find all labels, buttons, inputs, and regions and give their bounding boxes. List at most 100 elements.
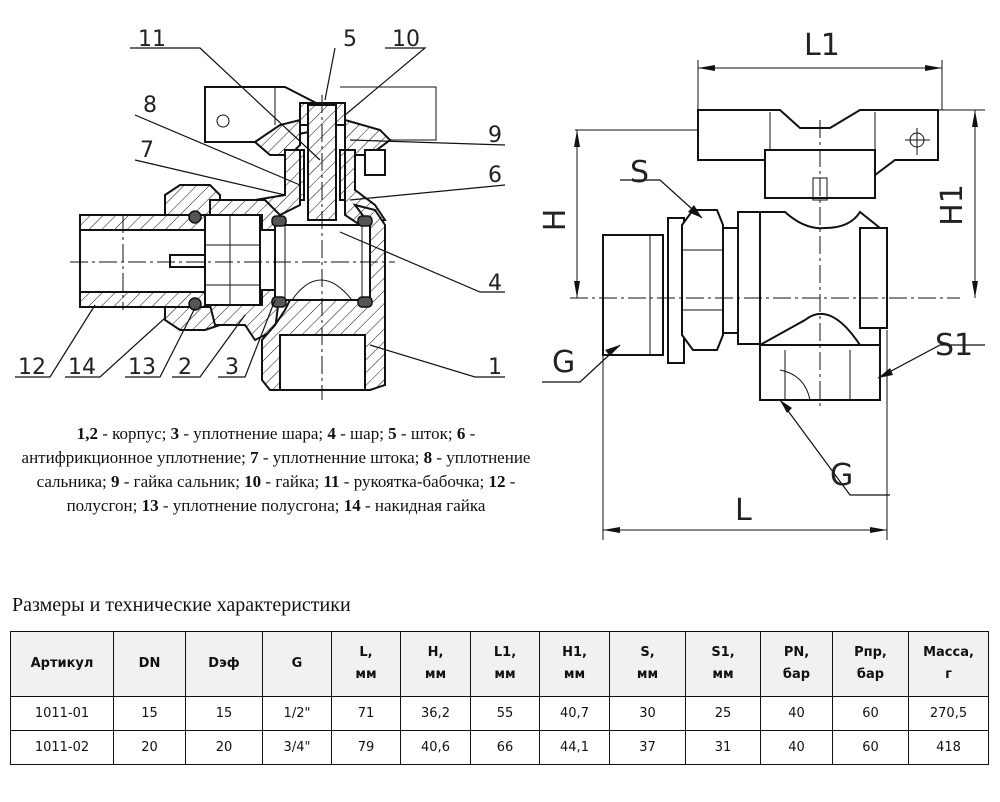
spec-title: Размеры и технические характеристики — [12, 594, 351, 616]
legend-item: 12 - полусгон; — [67, 472, 516, 515]
column-header: H,мм — [400, 631, 471, 697]
table-cell: 1011-01 — [10, 696, 114, 731]
column-header: L,мм — [331, 631, 401, 697]
table-cell: 40,6 — [400, 730, 471, 765]
legend-item-number: 5 — [388, 424, 397, 443]
parts-legend: 1,2 - корпус; 3 - уплотнение шара; 4 - ш… — [20, 422, 532, 518]
legend-item-number: 3 — [170, 424, 180, 443]
legend-item: 11 - рукоятка-бабочка; — [323, 472, 488, 491]
part-label-5: 5 — [343, 27, 357, 52]
legend-item-number: 1,2 — [76, 424, 98, 443]
legend-item-text: - уплотнение полусгона; — [158, 496, 344, 515]
legend-item: 3 - уплотнение шара; — [171, 424, 328, 443]
legend-item-number: 9 — [110, 472, 120, 491]
dim-label-G-left: G — [552, 345, 575, 380]
dim-label-L: L — [735, 493, 752, 528]
legend-item-text: - рукоятка-бабочка; — [339, 472, 489, 491]
part-label-8: 8 — [143, 93, 157, 118]
part-label-2: 2 — [178, 355, 192, 380]
legend-item: 14 - накидная гайка — [344, 496, 486, 515]
part-label-9: 9 — [488, 123, 502, 148]
column-header: H1,мм — [539, 631, 610, 697]
legend-item-number: 7 — [250, 448, 259, 467]
legend-item: 5 - шток; — [388, 424, 457, 443]
legend-item-text: - шар; — [335, 424, 389, 443]
table-cell: 37 — [609, 730, 686, 765]
legend-item: 6 - антифрикционное уплотнение; — [22, 424, 476, 467]
table-cell: 60 — [832, 730, 909, 765]
part-label-10: 10 — [392, 27, 420, 52]
column-header: S,мм — [609, 631, 686, 697]
table-cell: 31 — [685, 730, 761, 765]
part-label-11: 11 — [138, 27, 166, 52]
dim-label-G-bottom: G — [830, 458, 853, 493]
legend-item: 4 - шар; — [327, 424, 388, 443]
table-cell: 418 — [908, 730, 989, 765]
valve-body — [602, 209, 888, 401]
legend-item-text: - шток; — [396, 424, 457, 443]
dim-label-S: S — [630, 155, 649, 190]
legend-item-text: - уплотнение сальника; — [36, 448, 531, 491]
legend-item: 13 - уплотнение полусгона; — [142, 496, 344, 515]
table-cell: 1011-02 — [10, 730, 114, 765]
table-cell: 20 — [185, 730, 263, 765]
legend-item-text: - уплотненние штока; — [258, 448, 424, 467]
table-cell: 40 — [760, 730, 833, 765]
column-header: Масса,г — [908, 631, 989, 697]
column-header: PN,бар — [760, 631, 833, 697]
legend-item-text: - антифрикционное уплотнение; — [21, 424, 476, 467]
column-header: S1,мм — [685, 631, 761, 697]
table-cell: 20 — [113, 730, 186, 765]
table-cell: 270,5 — [908, 696, 989, 731]
legend-item-text: - гайка; — [261, 472, 324, 491]
table-cell: 60 — [832, 696, 909, 731]
legend-item-text: - накидная гайка — [360, 496, 486, 515]
table-cell: 40,7 — [539, 696, 610, 731]
legend-item-text: - корпус; — [97, 424, 171, 443]
table-cell: 30 — [609, 696, 686, 731]
column-header: Dэф — [185, 631, 263, 697]
legend-item-number: 14 — [343, 496, 361, 515]
column-header: Артикул — [10, 631, 114, 697]
legend-item-number: 13 — [141, 496, 159, 515]
table-cell: 15 — [185, 696, 263, 731]
part-label-6: 6 — [488, 163, 502, 188]
table-cell: 36,2 — [400, 696, 471, 731]
exterior-view-drawing: L1 H H1 S S1 G G L — [538, 28, 985, 540]
legend-item: 8 - уплотнение сальника; — [37, 448, 531, 491]
table-cell: 66 — [470, 730, 540, 765]
table-cell: 79 — [331, 730, 401, 765]
column-header: G — [262, 631, 332, 697]
legend-item-number: 10 — [244, 472, 262, 491]
legend-item-text: - полусгон; — [66, 472, 516, 515]
legend-item: 1,2 - корпус; — [77, 424, 171, 443]
table-cell: 40 — [760, 696, 833, 731]
table-cell: 15 — [113, 696, 186, 731]
legend-item-number: 6 — [456, 424, 466, 443]
part-label-12: 12 — [18, 355, 46, 380]
table-cell: 25 — [685, 696, 761, 731]
legend-item-number: 8 — [423, 448, 433, 467]
legend-item-text: - уплотнение шара; — [179, 424, 328, 443]
legend-item-number: 4 — [327, 424, 336, 443]
column-header: Pпр,бар — [832, 631, 909, 697]
dim-label-H: H — [538, 209, 573, 232]
column-header: L1,мм — [470, 631, 540, 697]
legend-item: 10 - гайка; — [244, 472, 323, 491]
dim-label-L1: L1 — [804, 28, 840, 63]
part-label-3: 3 — [225, 355, 239, 380]
table-cell: 55 — [470, 696, 540, 731]
legend-item-number: 11 — [323, 472, 340, 491]
table-cell: 3/4" — [262, 730, 332, 765]
part-label-4: 4 — [488, 271, 502, 296]
legend-item-text: - гайка сальник; — [119, 472, 245, 491]
part-label-1: 1 — [488, 355, 502, 380]
dim-label-S1: S1 — [935, 328, 973, 363]
table-cell: 71 — [331, 696, 401, 731]
table-cell: 1/2" — [262, 696, 332, 731]
table-cell: 44,1 — [539, 730, 610, 765]
